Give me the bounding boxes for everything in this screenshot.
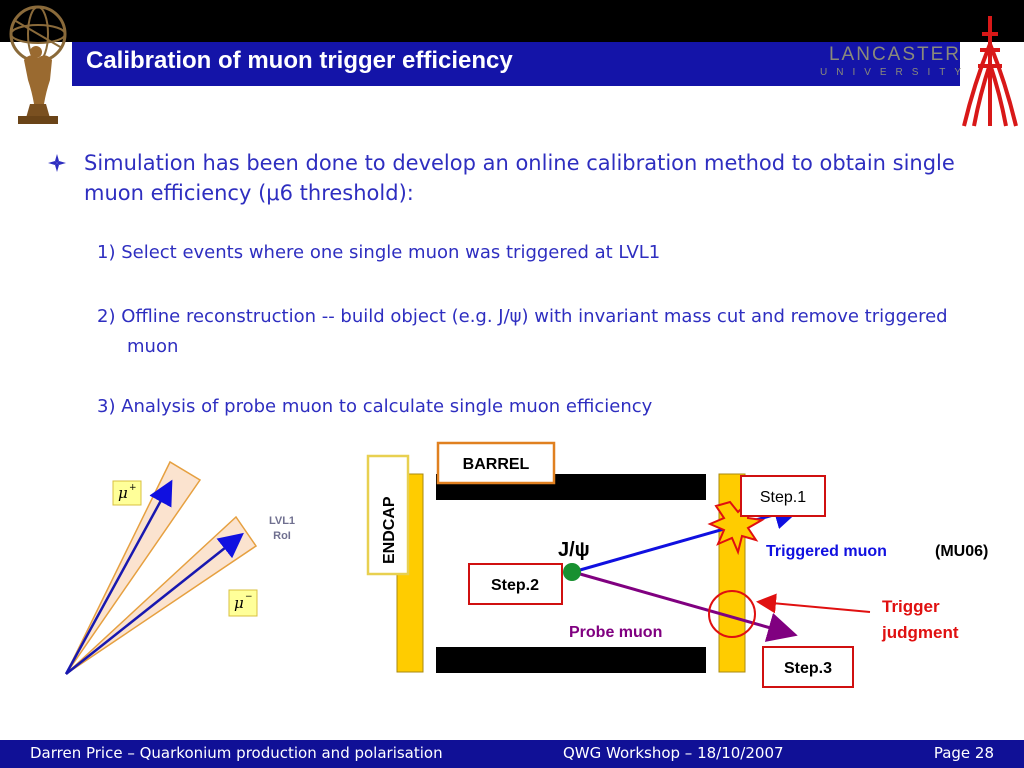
atlas-logo-icon (9, 5, 67, 124)
mu-minus-sup: − (245, 592, 253, 602)
mu-minus-box (228, 589, 258, 617)
mu-plus-box (112, 480, 142, 506)
slide-title: Calibration of muon trigger efficiency (86, 47, 513, 74)
roi-label: RoI (273, 530, 291, 542)
triggered-muon-track (572, 500, 804, 574)
trigger-diagram: μ + μ − LVL1 RoI BARREL ENDCAP J/ψ Step.… (64, 441, 988, 688)
trigger-judgment-arrow (756, 593, 871, 614)
triggered-muon-label: Triggered muon (766, 543, 887, 560)
diamond-bullet-icon (48, 154, 66, 172)
mu-plus-sup: + (129, 483, 137, 493)
roi-cone-upper (65, 460, 202, 675)
footer: Darren Price – Quarkonium production and… (0, 740, 1024, 768)
mu06-label: (MU06) (935, 543, 988, 560)
probe-muon-label: Probe muon (569, 624, 662, 641)
lancaster-logo: LANCASTER UNIVERSITY (820, 44, 970, 84)
lvl1-label: LVL1 (269, 515, 295, 527)
step2-box (468, 563, 563, 605)
footer-event: QWG Workshop – 18/10/2007 (563, 744, 784, 762)
mu-minus-label: μ (234, 594, 244, 612)
step1-label: Step.1 (760, 489, 806, 506)
top-black-bar (0, 0, 1024, 42)
barrel-label: BARREL (463, 456, 530, 473)
step3-label: Step.3 (784, 660, 832, 677)
mu-plus-label: μ (118, 484, 128, 502)
trident-emblem-icon (962, 16, 1018, 127)
trigger-label: Trigger (882, 597, 940, 616)
probe-muon-track (572, 570, 798, 642)
jpsi-vertex (563, 563, 581, 581)
mu-plus-track (64, 479, 173, 675)
lancaster-subtitle: UNIVERSITY (820, 67, 971, 78)
jpsi-label: J/ψ (558, 539, 590, 561)
footer-author: Darren Price – Quarkonium production and… (30, 744, 443, 762)
bullet-text: Simulation has been done to develop an o… (84, 151, 955, 205)
endcap-label: ENDCAP (381, 496, 398, 564)
step-item-2: 2) Offline reconstruction -- build objec… (97, 306, 948, 357)
step2-label: Step.2 (491, 577, 539, 594)
mu-minus-track (65, 532, 244, 675)
lancaster-name: LANCASTER (828, 44, 962, 65)
endcap-box (366, 454, 410, 576)
step-item-1: 1) Select events where one single muon w… (97, 242, 661, 263)
title-bar (72, 42, 960, 86)
step-item-3: 3) Analysis of probe muon to calculate s… (97, 396, 653, 417)
step3-box (762, 646, 854, 688)
step1-box (740, 475, 826, 517)
barrel-bottom-slab (436, 647, 706, 673)
barrel-box (436, 441, 556, 485)
judgment-label: judgment (881, 623, 959, 642)
trigger-judgment-ring (708, 590, 756, 638)
footer-page: Page 28 (933, 744, 994, 762)
